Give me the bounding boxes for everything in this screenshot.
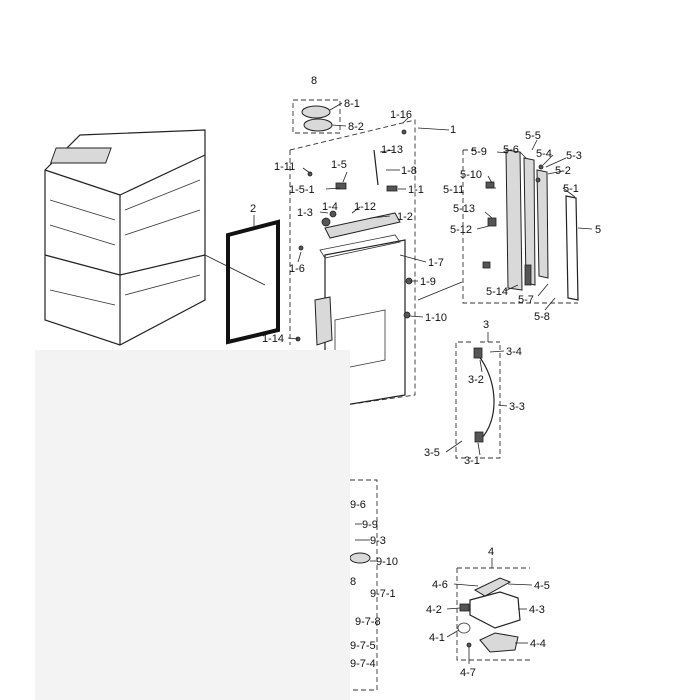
label-5-2: 5-2	[555, 165, 571, 177]
label-5-5: 5-5	[525, 130, 541, 142]
label-9-3: 9-3	[370, 535, 386, 547]
label-5-13: 5-13	[453, 203, 475, 215]
label-1-1: 1-1	[408, 184, 424, 196]
label-2: 2	[250, 203, 256, 215]
label-1-11: 1-11	[274, 161, 295, 173]
label-9-7-8: 9-7-8	[355, 616, 381, 628]
label-1-12: 1-12	[354, 201, 376, 213]
label-3: 3	[483, 319, 489, 331]
label-9-7-5: 9-7-5	[350, 640, 376, 652]
label-5-1: 5-1	[563, 183, 579, 195]
label-4-2: 4-2	[426, 604, 442, 616]
label-8-fragment: 8	[350, 576, 356, 588]
label-1-3: 1-3	[297, 207, 313, 219]
label-1-2: 1-2	[397, 211, 413, 223]
redacted-region	[35, 350, 350, 700]
label-3-2: 3-2	[468, 374, 484, 386]
cabinet-assembly	[44, 129, 266, 346]
part-8-group: 8 8-1 8-2	[292, 75, 364, 134]
label-5-9: 5-9	[471, 146, 487, 158]
label-1-5-1: 1-5-1	[289, 184, 315, 196]
label-5-3: 5-3	[566, 150, 582, 162]
label-1-16: 1-16	[390, 109, 412, 121]
label-9-6: 9-6	[350, 499, 366, 511]
label-1-13: 1-13	[381, 144, 403, 156]
label-8-2: 8-2	[348, 121, 364, 133]
label-4-4: 4-4	[530, 638, 546, 650]
label-5-12: 5-12	[450, 224, 472, 236]
label-1-5: 1-5	[331, 159, 347, 171]
gasket-2: 2	[226, 203, 280, 345]
label-5-7: 5-7	[518, 294, 534, 306]
label-9-7-1: 9-7-1	[370, 588, 396, 600]
label-1-10: 1-10	[425, 312, 447, 324]
part-4-group: 4 4-6 4-5 4-2 4-3 4-1 4-4 4-7	[426, 546, 550, 679]
part-9-group: 9-6 9-9 9-3 9-10 8 9-7-1 9-7-8 9-7-5 9-7…	[349, 479, 398, 691]
label-8: 8	[311, 75, 317, 87]
label-8-1: 8-1	[344, 98, 360, 110]
label-5-11: 5-11	[443, 184, 464, 196]
label-4-6: 4-6	[432, 579, 448, 591]
label-9-7-4: 9-7-4	[350, 658, 376, 670]
label-4-3: 4-3	[529, 604, 545, 616]
label-5: 5	[595, 224, 601, 236]
label-5-6: 5-6	[503, 144, 519, 156]
label-1: 1	[450, 124, 456, 136]
part-3-group: 3 3-4 3-2 3-3 3-5 3-1	[424, 319, 525, 467]
label-1-14: 1-14	[262, 333, 284, 345]
label-1-4: 1-4	[322, 201, 338, 213]
label-9-10: 9-10	[376, 556, 398, 568]
label-5-14: 5-14	[486, 286, 508, 298]
label-5-10: 5-10	[460, 169, 482, 181]
label-5-8: 5-8	[534, 311, 550, 323]
label-9-9: 9-9	[362, 519, 378, 531]
label-5-4: 5-4	[536, 148, 552, 160]
label-3-5: 3-5	[424, 447, 440, 459]
label-4-1: 4-1	[429, 632, 445, 644]
label-4-5: 4-5	[534, 580, 550, 592]
label-3-4: 3-4	[506, 346, 522, 358]
door-assembly-1: 1-16 1 1-13 1-11 1-5 1-8 1-5-1 1-1 1-3 1…	[262, 109, 463, 406]
label-1-8: 1-8	[401, 165, 417, 177]
label-3-3: 3-3	[509, 401, 525, 413]
label-1-6: 1-6	[289, 263, 305, 275]
label-1-7: 1-7	[428, 257, 444, 269]
label-3-1: 3-1	[464, 455, 480, 467]
label-4: 4	[488, 546, 494, 558]
label-4-7: 4-7	[460, 667, 476, 679]
label-1-9: 1-9	[420, 276, 436, 288]
part-5-group: 5-5 5-9 5-6 5-4 5-3 5-2 5-10 5-1 5-11 5-…	[443, 130, 601, 323]
